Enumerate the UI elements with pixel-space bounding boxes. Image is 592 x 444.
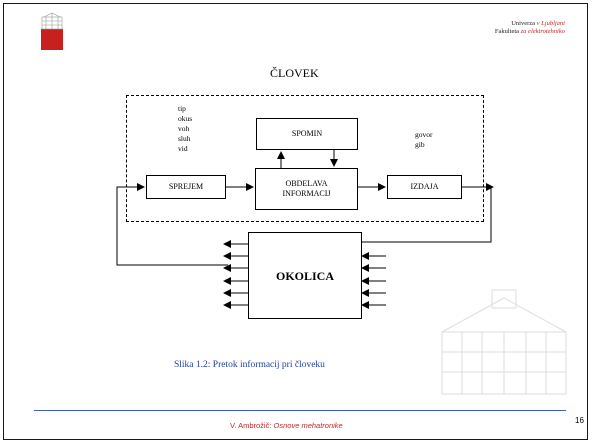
diagram-title: ČLOVEK xyxy=(270,66,319,80)
figure-caption: Slika 1.2: Pretok informacij pri človeku xyxy=(174,360,325,370)
obdelava-label-1: OBDELAVA xyxy=(285,179,328,188)
footer-author: V. Ambrožič: xyxy=(230,421,272,430)
sense-item: okus xyxy=(178,114,193,123)
spomin-label: SPOMIN xyxy=(291,129,323,138)
sense-item: tip xyxy=(178,104,186,113)
obdelava-label-2: INFORMACIJ xyxy=(282,189,331,198)
institution-header: Univerza v Ljubljani Fakulteta za elektr… xyxy=(495,20,565,36)
footer-rule xyxy=(34,410,566,411)
sense-item: vid xyxy=(178,144,188,153)
output-item: govor xyxy=(415,130,433,139)
university-logo xyxy=(41,12,63,50)
sense-item: sluh xyxy=(178,134,191,143)
slide-frame xyxy=(3,3,588,440)
university-city: v Ljubljani xyxy=(536,20,565,27)
faculty-building-watermark xyxy=(441,289,567,395)
faculty-name: Fakulteta xyxy=(494,28,520,35)
footer-course: Osnove mehatronike xyxy=(273,421,343,430)
izdaja-box: IZDAJA xyxy=(387,175,462,199)
spomin-box: SPOMIN xyxy=(256,118,358,150)
izdaja-label: IZDAJA xyxy=(410,182,439,191)
output-item: gib xyxy=(415,140,425,149)
sprejem-box: SPREJEM xyxy=(146,175,226,199)
human-boundary xyxy=(126,95,484,222)
sense-item: voh xyxy=(178,124,190,133)
obdelava-box: OBDELAVA INFORMACIJ xyxy=(255,168,358,210)
outputs-list: govor gib xyxy=(415,130,433,150)
okolica-box: OKOLICA xyxy=(248,232,362,319)
page-number: 16 xyxy=(575,416,584,425)
university-name: Univerza xyxy=(511,20,536,27)
sprejem-label: SPREJEM xyxy=(168,182,204,191)
okolica-label: OKOLICA xyxy=(275,268,334,283)
faculty-field: za elektrotehniko xyxy=(520,28,565,35)
footer-credit: V. Ambrožič: Osnove mehatronike xyxy=(230,421,343,430)
senses-list: tip okus voh sluh vid xyxy=(178,104,192,154)
